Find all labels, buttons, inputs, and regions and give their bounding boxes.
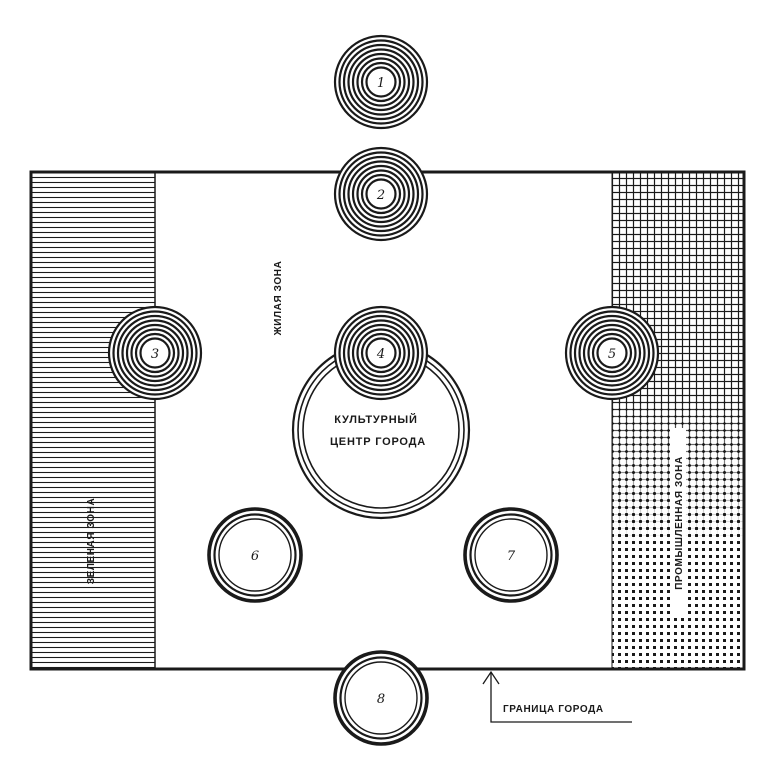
node-2-number: 2: [376, 188, 385, 203]
node-2-ring-4: [347, 160, 415, 228]
green-zone-label: ЗЕЛЕНАЯ ЗОНА: [86, 498, 97, 585]
node-1-ring-4: [347, 48, 415, 116]
node-2-ring-6: [356, 169, 406, 219]
node-2: 2: [333, 146, 429, 242]
node-1: 1: [333, 34, 429, 130]
node-1-ring-8: [365, 66, 397, 98]
node-3-ring-5: [125, 323, 185, 383]
node-5-ring-7: [591, 332, 633, 374]
node-2-ring-3: [342, 155, 420, 233]
node-5-ring-2: [569, 310, 655, 396]
node-6-ring-3: [218, 518, 292, 592]
node-8-ring-1: [333, 650, 429, 746]
node-3-number: 3: [151, 347, 159, 362]
node-8-background: [335, 652, 427, 744]
node-4-ring-6: [356, 328, 406, 378]
node-4-ring-8: [365, 337, 397, 369]
industrial-zone-area: [612, 172, 744, 669]
node-7-ring-1: [463, 507, 559, 603]
node-7-ring-2: [469, 513, 553, 597]
node-1-ring-3: [342, 43, 420, 121]
node-4-ring-1: [333, 305, 429, 401]
node-1-number: 1: [377, 76, 385, 91]
node-1-ring-1: [333, 34, 429, 130]
node-3-ring-3: [116, 314, 194, 392]
node-2-ring-5: [351, 164, 411, 224]
node-1-ring-2: [338, 39, 424, 125]
industrial-zone-label: ПРОМЫШЛЕННАЯ ЗОНА: [674, 456, 685, 590]
node-7-number: 7: [507, 549, 516, 564]
residential-zone-label: ЖИЛАЯ ЗОНА: [273, 261, 284, 337]
node-4-ring-5: [351, 323, 411, 383]
node-1-ring-6: [356, 57, 406, 107]
node-1-ring-7: [360, 61, 402, 103]
node-8-ring-3: [344, 661, 418, 735]
node-2-ring-7: [360, 173, 402, 215]
node-5-ring-1: [564, 305, 660, 401]
industrial-zone-label-bg: [670, 428, 686, 618]
node-4: 4: [333, 305, 429, 401]
node-7: 7: [463, 507, 559, 603]
node-8-ring-2: [339, 656, 423, 740]
node-5-ring-4: [578, 319, 646, 387]
node-3-ring-8: [139, 337, 171, 369]
node-3-ring-6: [130, 328, 180, 378]
city-boundary-arrow: [482, 670, 632, 723]
node-5-ring-3: [573, 314, 651, 392]
node-4-number: 4: [376, 347, 385, 362]
node-3: 3: [107, 305, 203, 401]
node-6-number: 6: [251, 549, 259, 564]
node-2-ring-1: [333, 146, 429, 242]
node-3-ring-1: [107, 305, 203, 401]
node-5-ring-5: [582, 323, 642, 383]
node-7-background: [465, 509, 557, 601]
node-4-ring-4: [347, 319, 415, 387]
node-5-ring-6: [587, 328, 637, 378]
node-5-ring-8: [596, 337, 628, 369]
node-7-ring-3: [474, 518, 548, 592]
node-4-ring-2: [338, 310, 424, 396]
node-2-ring-8: [365, 178, 397, 210]
node-8-number: 8: [377, 692, 385, 707]
node-6-ring-1: [207, 507, 303, 603]
culture-center-label-line1: КУЛЬТУРНЫЙ: [334, 413, 417, 426]
city-boundary-label: ГРАНИЦА ГОРОДА: [503, 704, 604, 715]
node-1-ring-5: [351, 52, 411, 112]
node-6: 6: [207, 507, 303, 603]
node-4-ring-3: [342, 314, 420, 392]
node-6-background: [209, 509, 301, 601]
node-8: 8: [333, 650, 429, 746]
node-4-ring-7: [360, 332, 402, 374]
node-3-ring-2: [112, 310, 198, 396]
node-3-ring-4: [121, 319, 189, 387]
node-3-ring-7: [134, 332, 176, 374]
node-6-ring-2: [213, 513, 297, 597]
node-5-number: 5: [608, 347, 616, 362]
node-5: 5: [564, 305, 660, 401]
green-zone-area: [31, 172, 155, 669]
node-2-ring-2: [338, 151, 424, 237]
culture-center-label-line2: ЦЕНТР ГОРОДА: [330, 436, 426, 448]
